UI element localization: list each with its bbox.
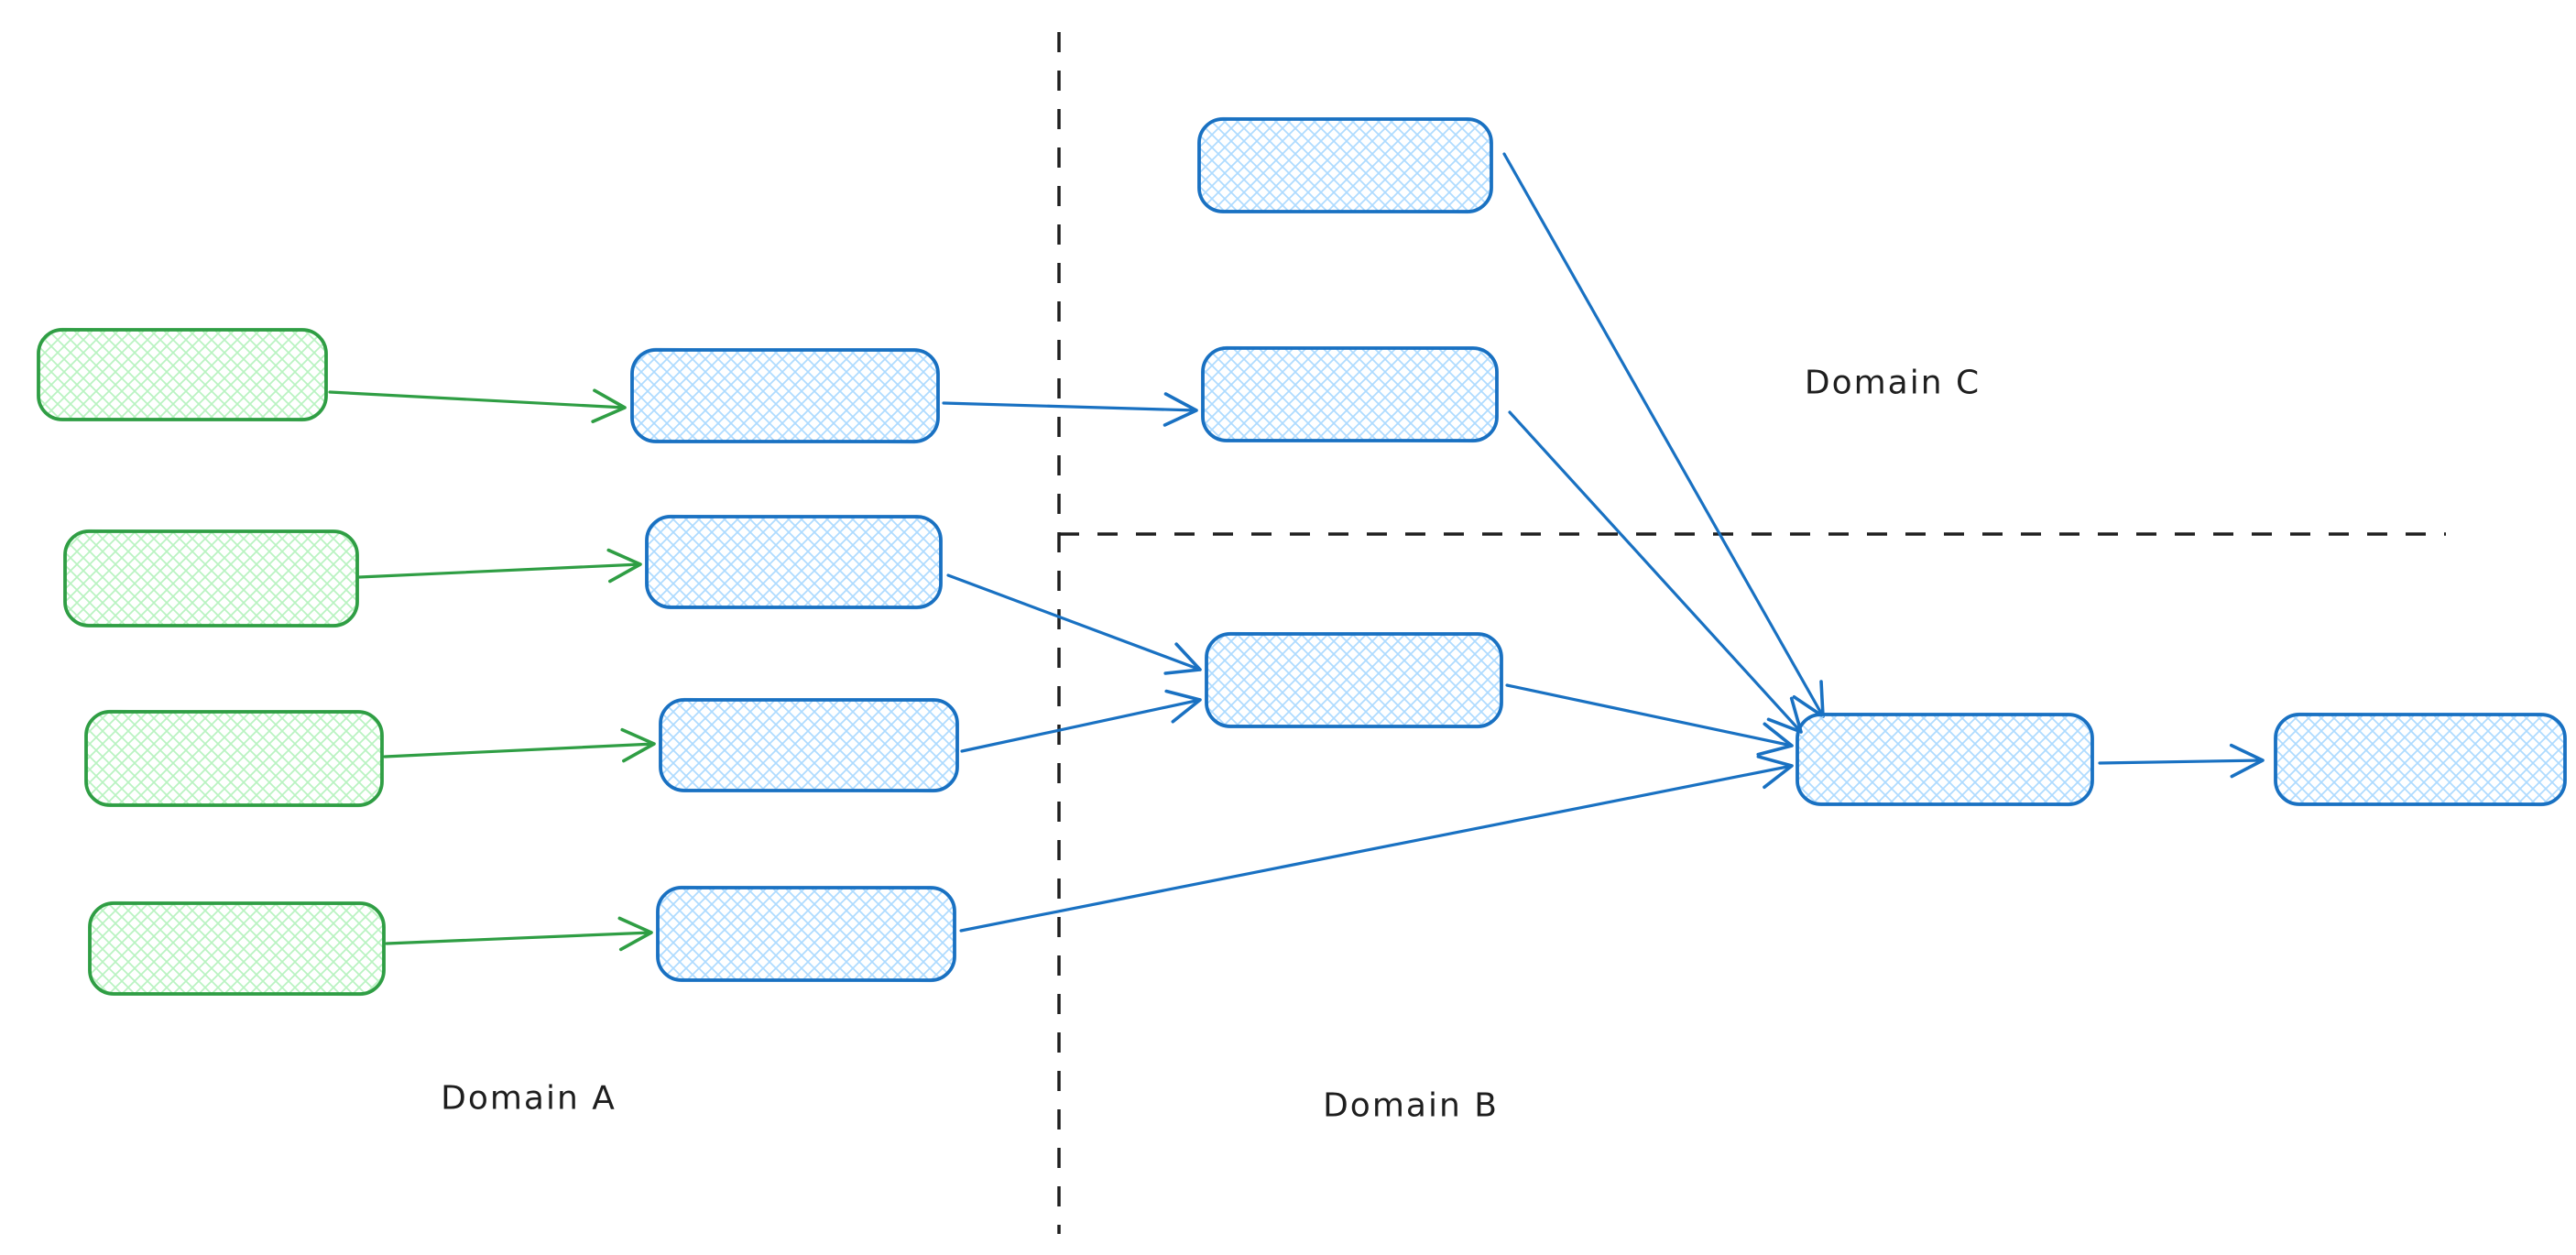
arrow-a1-to-s1 [328,388,627,423]
arrow-a2-to-s2 [357,548,642,584]
node-layer [37,116,2567,997]
arrow-s1-to-b2 [942,392,1198,427]
label-domain-c: Domain C [1805,365,1981,402]
arrow-b3-to-merge [1505,683,1794,757]
label-domain-a: Domain A [441,1080,617,1118]
arrow-a4-to-s4 [385,916,653,952]
node-b-node-1 [1197,116,1493,214]
node-a-stage-4 [656,885,956,983]
node-b-node-3 [1205,631,1503,729]
arrow-merge-to-final [2098,743,2265,779]
arrow-s2-to-b3 [946,573,1202,675]
node-a-stage-1 [630,347,940,444]
node-a-source-2 [63,529,359,628]
label-domain-b: Domain B [1323,1087,1499,1125]
node-a-stage-3 [659,697,959,793]
node-a-source-3 [84,709,384,808]
arrow-s4-to-merge [959,755,1794,933]
label-layer: Domain A Domain B Domain C [441,365,1981,1125]
arrow-b2-to-merge [1508,410,1803,734]
arrow-a3-to-s3 [383,727,656,763]
arrow-b1-to-merge [1502,152,1825,718]
edge-layer [328,152,2265,952]
node-a-source-1 [37,327,328,422]
node-a-stage-2 [645,514,943,610]
node-c-final [2274,712,2567,807]
arrow-s3-to-b3 [960,689,1202,753]
divider-layer [1057,32,2446,1234]
node-a-source-4 [88,900,386,997]
node-b-node-2 [1201,345,1499,443]
node-c-merge [1796,712,2094,807]
